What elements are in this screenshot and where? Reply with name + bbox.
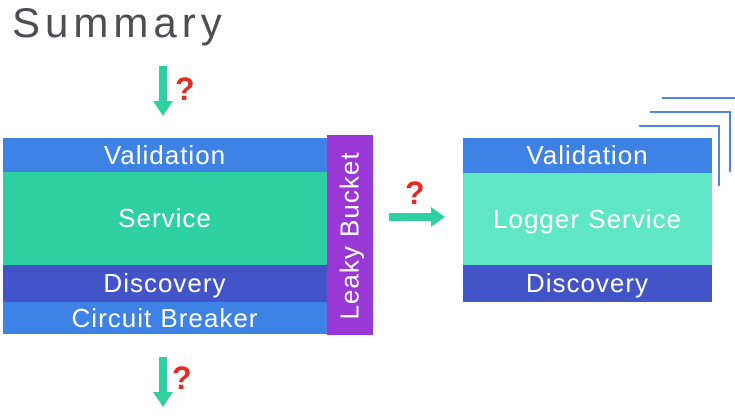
arrow-down-head-icon <box>153 101 173 116</box>
layer-label: Discovery <box>103 268 227 298</box>
layer-logger-service: Logger Service <box>463 173 712 265</box>
arrow-right-icon <box>389 213 431 221</box>
arrow-right-head-icon <box>431 207 445 227</box>
layer-discovery: Discovery <box>463 265 712 302</box>
leaky-bucket-bar: Leaky Bucket <box>327 135 373 335</box>
leaky-bucket-label: Leaky Bucket <box>334 150 365 320</box>
layer-circuit-breaker: Circuit Breaker <box>3 302 327 334</box>
page-outline <box>650 111 731 172</box>
page-outline <box>639 125 720 186</box>
arrow-down-icon <box>159 66 167 102</box>
question-mark-bottom: ? <box>172 360 192 396</box>
layer-label: Discovery <box>525 268 650 298</box>
layer-service: Service <box>3 172 327 265</box>
layer-label: Validation <box>103 139 227 170</box>
question-mark-top: ? <box>175 71 195 107</box>
question-mark-middle: ? <box>405 175 425 211</box>
arrow-down-icon <box>159 357 167 393</box>
arrow-down-head-icon <box>153 392 173 407</box>
layer-discovery: Discovery <box>3 265 327 302</box>
layer-label: Circuit Breaker <box>71 302 259 333</box>
layer-validation: Validation <box>3 138 327 172</box>
layer-label: Validation <box>526 140 649 170</box>
page-outline <box>662 97 735 158</box>
layer-validation: Validation <box>463 138 712 173</box>
page-title: Summary <box>12 0 227 46</box>
layer-label: Service <box>118 203 212 233</box>
layer-label: Logger Service <box>493 203 682 234</box>
